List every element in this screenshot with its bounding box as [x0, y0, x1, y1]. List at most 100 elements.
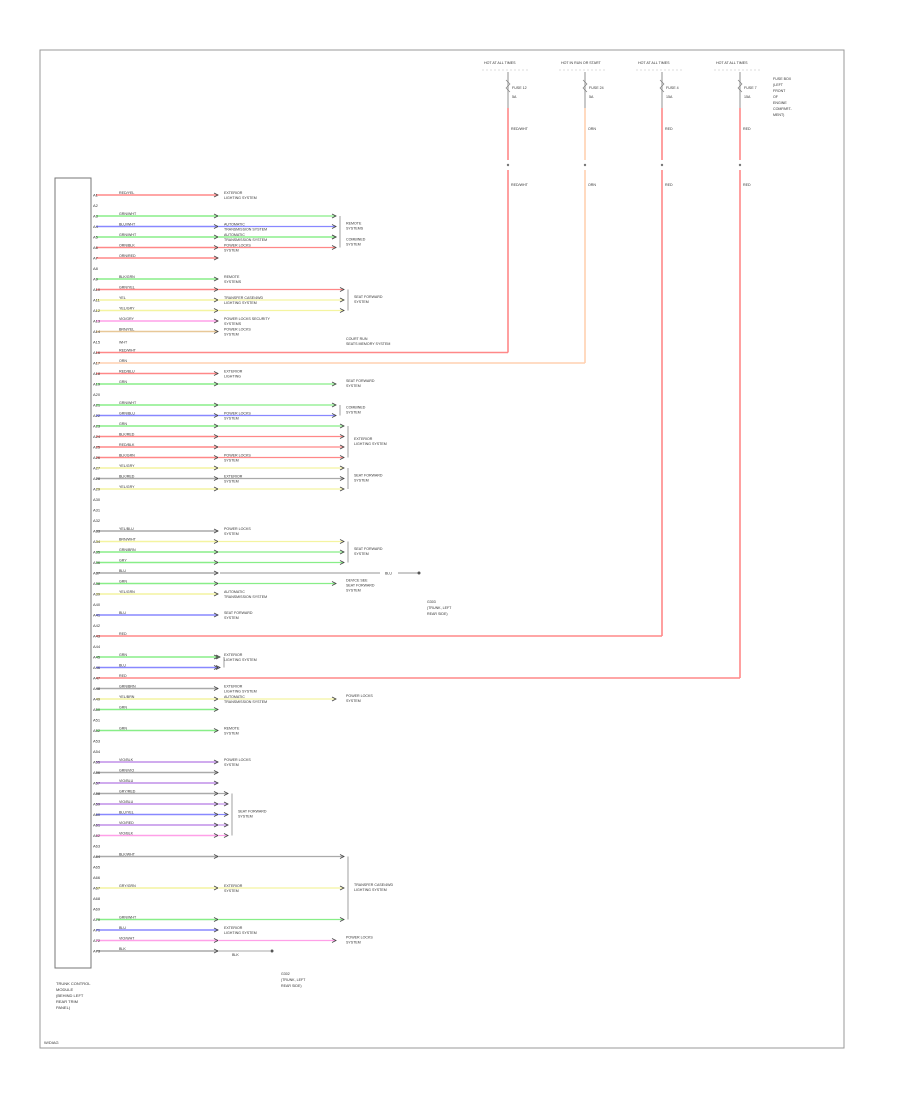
group-arrow [223, 812, 229, 817]
wire-destination: EXTERIOR [224, 884, 243, 888]
wire-destination: AUTOMATIC [224, 233, 245, 237]
side-ground-wire-color: BLU [385, 572, 392, 576]
wire-color-code: VIO/BLK [119, 758, 134, 762]
wire-color-code: RED [119, 674, 127, 678]
fuse-rating: 15A [744, 95, 751, 99]
group-arrow [339, 854, 345, 859]
side-ground-label-line: REAR SIDE) [427, 612, 448, 616]
fuse-rating: 5A [589, 95, 594, 99]
group-destination: COURT RUN [346, 337, 368, 341]
pin-label: A50 [93, 707, 101, 712]
wire-destination: SYSTEM [224, 763, 239, 767]
pin-label: A40 [93, 602, 101, 607]
module-label: TRUNK CONTROL MODULE (BEHIND LEFT REAR T… [56, 981, 91, 1010]
pin-label: A59 [93, 802, 101, 807]
wire-color-code: VIO/RED [119, 821, 134, 825]
wire-destination: POWER LOCKS [224, 527, 251, 531]
group-arrow [339, 560, 345, 565]
group-arrow [339, 917, 345, 922]
connector-arrow [213, 570, 219, 576]
group-arrow [223, 801, 229, 807]
pin-label: A21 [93, 403, 101, 408]
pin-label: A12 [93, 308, 101, 313]
fuse-box-label-line: COMPART- [773, 107, 792, 111]
pin-label: A49 [93, 697, 101, 702]
wire-destination: SYSTEM [224, 616, 239, 620]
wire-destination: LIGHTING SYSTEM [224, 690, 257, 694]
pin-label: A41 [93, 613, 101, 618]
wire-color-code: BLU [119, 569, 126, 573]
group-destination: SYSTEM [346, 410, 361, 414]
wire-color-code: YEL/GRY [119, 307, 135, 311]
pin-label: A44 [93, 644, 101, 649]
pin-label: A36 [93, 560, 101, 565]
wire-destination: SEAT FORWARD [224, 611, 253, 615]
feed-wire-color: RED [743, 183, 751, 187]
wire-destination: REMOTE [224, 727, 240, 731]
connector-arrow [213, 759, 219, 765]
group-destination: POWER LOCKS [346, 936, 373, 940]
wire-color-code: GRN/BRN [119, 685, 136, 689]
wire-color-code: YEL [119, 296, 126, 300]
wire-color-code: BLK/GRN [119, 454, 135, 458]
group-arrow [339, 885, 345, 891]
side-ground-label-line: G303 [427, 600, 436, 604]
fuse-icon [659, 79, 665, 93]
pin-label: A54 [93, 749, 101, 754]
group-arrow [331, 402, 337, 408]
group-destination: SYSTEM [346, 242, 361, 246]
pin-label: A7 [93, 256, 99, 261]
pin-label: A19 [93, 382, 101, 387]
group-arrow [339, 434, 345, 439]
group-arrow [339, 465, 345, 471]
pin-label: A4 [93, 224, 99, 229]
wire-destination: LIGHTING [224, 375, 241, 379]
fuse-box-label-line: FRONT [773, 89, 786, 93]
wire-destination: SYSTEM [224, 417, 239, 421]
fuse-feed-header: HOT AT ALL TIMES [716, 61, 748, 65]
wire-color-code: BLK/WHT [119, 853, 136, 857]
pin-label: A53 [93, 739, 101, 744]
ground-label-line: (TRUNK, LEFT [281, 978, 306, 982]
fuse-box-label-line: (LEFT [773, 83, 784, 87]
wire-color-code: RED/BLU [119, 370, 135, 374]
pin-label: A17 [93, 361, 101, 366]
wire-color-code: BLK [119, 947, 126, 951]
feed-wire-color: RED/WHT [511, 127, 529, 131]
pin-label: A58 [93, 791, 101, 796]
pin-label: A38 [93, 581, 101, 586]
connector-arrow [213, 927, 219, 933]
connector-arrow [213, 707, 219, 712]
pin-label: A55 [93, 760, 101, 765]
wire-destination: AUTOMATIC [224, 695, 245, 699]
connector-arrow [213, 192, 219, 198]
pin-label: A20 [93, 392, 101, 397]
group-destination: SYSTEM [346, 699, 361, 703]
fuse-rating: 5A [512, 95, 517, 99]
group-arrow [339, 423, 345, 429]
pin-label: A1 [93, 193, 99, 198]
wire-color-code: YEL/BRN [119, 695, 135, 699]
group-destination: SYSTEM [354, 479, 369, 483]
pin-label: A33 [93, 529, 101, 534]
group-destination: TRANSFER CASE/4WD [354, 883, 394, 887]
group-arrow [331, 381, 337, 387]
pin-label: A6 [93, 245, 99, 250]
wire-destination: AUTOMATIC [224, 223, 245, 227]
wire-color-code: ORN/RED [119, 254, 136, 258]
wire-destination: POWER LOCKS SECURITY [224, 317, 271, 321]
wire-destination: SYSTEMS [224, 280, 242, 284]
fuse-feed-header: HOT AT ALL TIMES [638, 61, 670, 65]
group-destination: SYSTEM [354, 300, 369, 304]
wire-destination: EXTERIOR [224, 370, 243, 374]
wire-destination: EXTERIOR [224, 685, 243, 689]
group-arrow [223, 791, 229, 796]
pin-label: A24 [93, 434, 101, 439]
pin-label: A16 [93, 350, 101, 355]
connector-arrow [213, 686, 219, 691]
wire-destination: POWER LOCKS [224, 412, 251, 416]
group-destination: SYSTEM [238, 815, 253, 819]
group-destination: DEVICE SEE [346, 579, 368, 583]
group-destination: POWER LOCKS [346, 694, 373, 698]
pin-label: A14 [93, 329, 101, 334]
